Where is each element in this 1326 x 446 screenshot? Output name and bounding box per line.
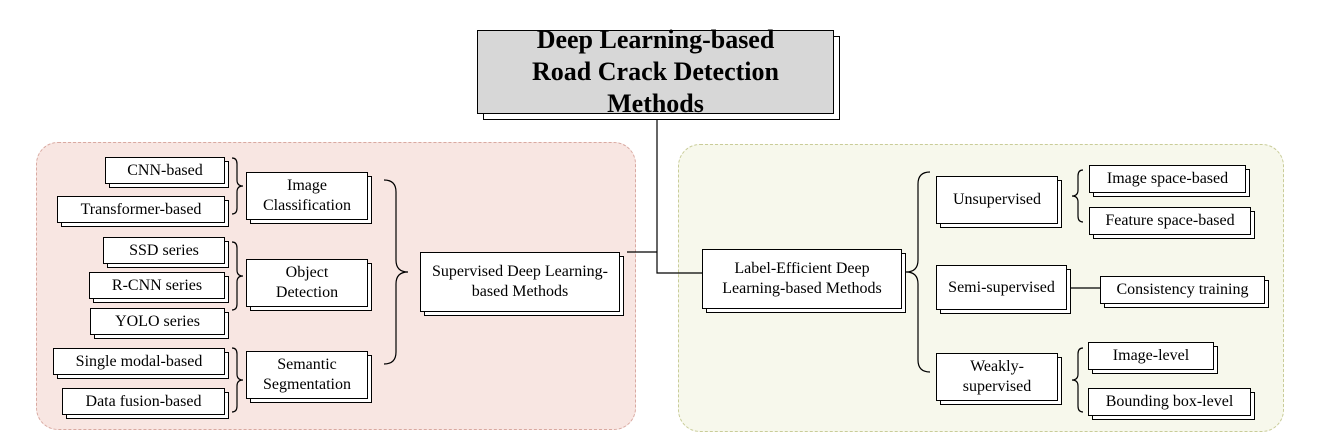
leaf-label: Bounding box-level — [1105, 393, 1234, 410]
brace-supervised — [383, 179, 409, 365]
category-semi-supervised: Semi-supervised — [936, 265, 1067, 310]
brace-image-classification — [231, 157, 244, 215]
leaf-label: Data fusion-based — [85, 392, 202, 410]
leaf-image-level: Image-level — [1088, 342, 1214, 370]
category-label: Weakly-supervised — [962, 358, 1032, 395]
leaf-label: Single modal-based — [75, 352, 203, 370]
leaf-rcnn-series: R-CNN series — [89, 272, 225, 299]
leaf-feature-space-based: Feature space-based — [1089, 207, 1251, 235]
leaf-transformer-based: Transformer-based — [57, 196, 225, 223]
brace-label-efficient — [905, 171, 931, 373]
leaf-cnn-based: CNN-based — [105, 157, 225, 184]
root-title: Deep Learning-based Road Crack Detection… — [532, 25, 779, 118]
leaf-consistency-training: Consistency training — [1100, 276, 1265, 304]
category-semantic-segmentation: Semantic Segmentation — [246, 351, 368, 399]
brace-unsupervised — [1071, 169, 1084, 223]
branch-label: Label-Efficient Deep Learning-based Meth… — [722, 260, 882, 297]
category-label: Image Classification — [263, 177, 351, 214]
branch-supervised: Supervised Deep Learning-based Methods — [420, 252, 620, 312]
root-title-box: Deep Learning-based Road Crack Detection… — [477, 25, 834, 118]
category-label: Semantic Segmentation — [263, 356, 351, 393]
category-object-detection: Object Detection — [246, 259, 368, 307]
leaf-label: Image-level — [1112, 347, 1190, 364]
leaf-yolo-series: YOLO series — [90, 308, 225, 335]
leaf-label: Feature space-based — [1105, 212, 1235, 229]
brace-semantic-segmentation — [231, 347, 244, 413]
leaf-image-space-based: Image space-based — [1089, 165, 1246, 193]
leaf-label: R-CNN series — [111, 276, 203, 294]
leaf-label: SSD series — [129, 241, 199, 259]
leaf-data-fusion-based: Data fusion-based — [62, 388, 225, 415]
brace-weakly-supervised — [1071, 347, 1084, 413]
brace-object-detection — [231, 241, 244, 311]
category-weakly-supervised: Weakly-supervised — [936, 353, 1058, 401]
branch-label-efficient: Label-Efficient Deep Learning-based Meth… — [702, 249, 902, 309]
right-branch-connector — [656, 252, 702, 274]
leaf-ssd-series: SSD series — [103, 237, 225, 264]
category-label: Semi-supervised — [948, 278, 1055, 296]
leaf-label: Transformer-based — [80, 200, 202, 218]
leaf-label: Consistency training — [1116, 281, 1249, 298]
leaf-label: YOLO series — [115, 312, 200, 330]
category-label: Unsupervised — [953, 191, 1041, 208]
leaf-label: CNN-based — [127, 161, 203, 179]
leaf-single-modal-based: Single modal-based — [53, 348, 225, 375]
category-unsupervised: Unsupervised — [936, 176, 1058, 224]
category-label: Object Detection — [275, 264, 339, 301]
category-image-classification: Image Classification — [246, 172, 368, 220]
leaf-label: Image space-based — [1106, 170, 1229, 187]
leaf-bounding-box-level: Bounding box-level — [1088, 388, 1251, 416]
branch-label: Supervised Deep Learning-based Methods — [432, 263, 608, 300]
